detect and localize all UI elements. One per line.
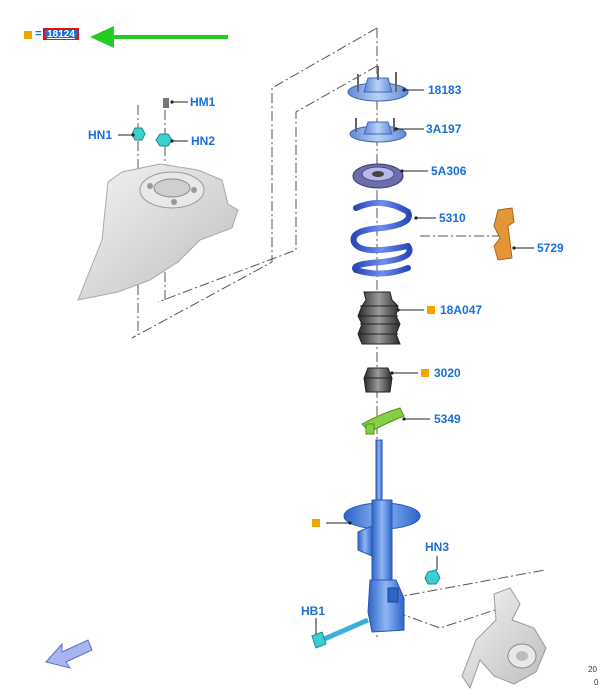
marker-strut [312, 519, 320, 527]
label-3020[interactable]: 3020 [434, 366, 461, 380]
legend-part-number[interactable]: 18124 [43, 28, 79, 40]
legend-equals: = [35, 28, 42, 40]
label-5a306[interactable]: 5A306 [431, 164, 467, 178]
steering-knuckle-icon [461, 587, 547, 690]
label-5349[interactable]: 5349 [434, 412, 461, 426]
view-direction-arrow-icon [45, 639, 93, 669]
label-3a197[interactable]: 3A197 [426, 122, 462, 136]
marker-18a047 [427, 306, 435, 314]
label-hn2[interactable]: HN2 [191, 134, 216, 148]
hm1-stud-icon [163, 98, 169, 108]
hn2-nut-icon [155, 133, 173, 147]
dust-boot-part-icon [357, 291, 401, 345]
spring-bracket-part-icon [361, 407, 405, 435]
marker-3020 [421, 369, 429, 377]
label-hn1[interactable]: HN1 [88, 128, 113, 142]
label-hb1[interactable]: HB1 [301, 604, 326, 618]
label-hn3[interactable]: HN3 [425, 540, 450, 554]
legend-marker-square [24, 31, 32, 39]
top-mount-part-icon [347, 66, 409, 102]
hb1-bolt-icon [311, 617, 369, 649]
corner-text-2: 0 [594, 678, 599, 687]
spring-seat-part-icon [352, 163, 404, 189]
label-18a047[interactable]: 18A047 [440, 303, 483, 317]
hn3-nut-icon [424, 569, 441, 585]
leader-dots [131, 88, 516, 525]
label-hm1[interactable]: HM1 [190, 95, 216, 109]
spring-insulator-pad-icon [493, 207, 515, 261]
shock-absorber-strut-icon [343, 439, 421, 633]
label-5310[interactable]: 5310 [439, 211, 466, 225]
strut-bearing-part-icon [349, 118, 407, 143]
label-5729[interactable]: 5729 [537, 241, 564, 255]
leader-lines [118, 89, 534, 634]
corner-text-1: 20 [588, 665, 597, 674]
shock-tower-panel [77, 163, 239, 301]
bump-stop-part-icon [363, 367, 393, 393]
coil-spring-part-icon [350, 199, 413, 277]
guide-lines [131, 27, 546, 640]
label-18183[interactable]: 18183 [428, 83, 462, 97]
legend-pointer-arrow-icon [90, 26, 228, 48]
